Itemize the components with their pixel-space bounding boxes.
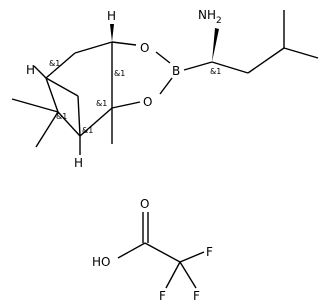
bond-c5-c6 bbox=[74, 41, 113, 54]
bond-c-oh bbox=[117, 242, 146, 259]
bond-ch-methyl-right bbox=[283, 47, 319, 59]
atom-amine: NH2 bbox=[198, 8, 222, 26]
atom-h-top: H bbox=[107, 9, 116, 23]
bond-calpha-ch2 bbox=[211, 61, 249, 74]
bond-o-upper-b bbox=[155, 51, 171, 64]
atom-f-lower-left: F bbox=[159, 289, 166, 303]
atom-o-lower: O bbox=[143, 95, 152, 109]
wedge-h-top bbox=[110, 24, 114, 42]
atom-h-bottom: H bbox=[74, 156, 83, 170]
wedge-nh2 bbox=[212, 28, 219, 62]
bond-cf-right bbox=[179, 251, 205, 263]
atom-o-upper: O bbox=[140, 41, 149, 55]
stereo-label-c6: &1 bbox=[49, 59, 60, 68]
atom-hydroxyl: HO bbox=[92, 255, 110, 269]
atom-f-lower-right: F bbox=[193, 289, 200, 303]
bond-cf-lower-right bbox=[179, 261, 197, 289]
amine-label: NH bbox=[198, 8, 216, 22]
boronate-ester-molecule: H H H O O B NH2 &1 &1 &1 &1 &1 &1 bbox=[11, 8, 319, 170]
bond-c7-c8 bbox=[45, 77, 59, 113]
bond-o-lower-c4 bbox=[111, 101, 141, 109]
bond-c9-c4 bbox=[79, 107, 113, 137]
bond-ch2-ch bbox=[247, 47, 285, 74]
atom-boron: B bbox=[172, 64, 180, 78]
bond-c6-c7 bbox=[45, 52, 76, 79]
amine-subscript: 2 bbox=[216, 16, 222, 26]
stereo-label-c8: &1 bbox=[56, 112, 67, 121]
stereo-label-calpha: &1 bbox=[210, 67, 221, 76]
stereo-label-c5: &1 bbox=[114, 69, 125, 78]
stereo-label-c9: &1 bbox=[82, 126, 93, 135]
bond-c-cf3 bbox=[144, 242, 181, 263]
atom-f-right: F bbox=[206, 245, 213, 259]
bond-b-o-lower bbox=[159, 77, 173, 95]
bond-cf-lower-left bbox=[165, 261, 181, 289]
bond-bridge-b bbox=[77, 95, 81, 137]
bond-c5-o-upper bbox=[111, 41, 137, 46]
bond-methyl-left bbox=[11, 98, 59, 113]
bond-bridge-a bbox=[45, 77, 79, 97]
atom-carbonyl-o: O bbox=[140, 197, 149, 211]
trifluoroacetic-acid-molecule: O HO F F F bbox=[92, 197, 213, 303]
bond-c8-c9 bbox=[57, 111, 81, 137]
bond-b-calpha bbox=[183, 61, 213, 71]
bond-h-left bbox=[33, 65, 47, 79]
bond-methyl-down bbox=[35, 111, 59, 148]
atom-h-left: H bbox=[26, 63, 35, 77]
stereo-label-c4: &1 bbox=[96, 99, 107, 108]
